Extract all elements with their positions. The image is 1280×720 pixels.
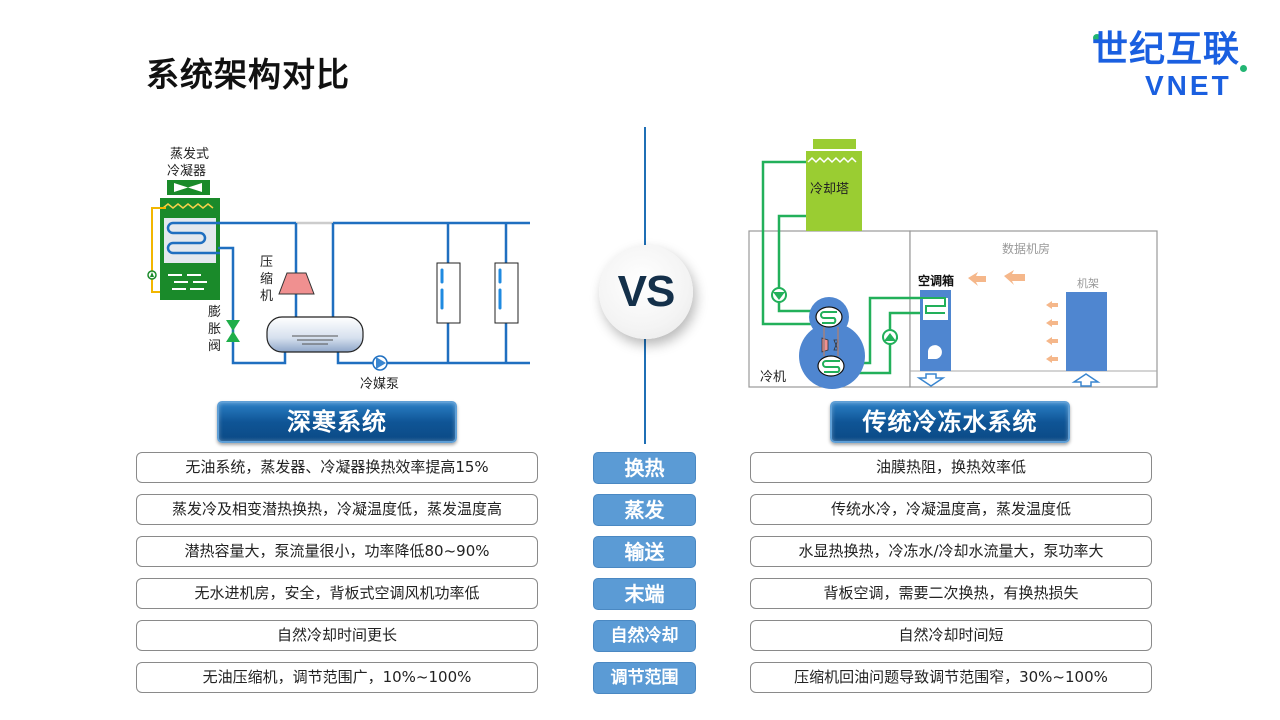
category-evaporation: 蒸发 bbox=[593, 494, 696, 526]
category-heat-exchange: 换热 bbox=[593, 452, 696, 484]
vnet-logo: 世纪互联 VNET bbox=[1090, 30, 1260, 105]
compressor-label-2: 缩 bbox=[260, 271, 273, 287]
compressor-label-1: 压 bbox=[260, 255, 273, 270]
vs-badge: VS bbox=[599, 245, 693, 339]
condenser-label-2: 冷凝器 bbox=[167, 163, 206, 179]
room-label: 数据机房 bbox=[1002, 241, 1050, 256]
receiver-tank-icon bbox=[266, 316, 364, 353]
tower-label: 冷却塔 bbox=[810, 182, 849, 197]
left-system-banner: 深寒系统 bbox=[217, 401, 457, 443]
terminal-unit-icon bbox=[436, 262, 461, 324]
vs-label: VS bbox=[617, 267, 676, 316]
server-rack-icon bbox=[1066, 292, 1107, 371]
condenser-label-1: 蒸发式 bbox=[170, 146, 209, 162]
logo-dot bbox=[1240, 65, 1247, 72]
ahu-label: 空调箱 bbox=[918, 273, 954, 288]
left-row-regulation-range: 无油压缩机，调节范围广，10%~100% bbox=[136, 662, 538, 693]
pump-label: 冷媒泵 bbox=[360, 377, 399, 392]
left-row-evaporation: 蒸发冷及相变潜热换热，冷凝温度低，蒸发温度高 bbox=[136, 494, 538, 525]
right-row-terminal: 背板空调，需要二次换热，有换热损失 bbox=[750, 578, 1152, 609]
chiller-label: 冷机 bbox=[760, 370, 786, 385]
refrigerant-pipes bbox=[218, 221, 530, 365]
right-system-diagram: 冷却塔 冷机 数据机房 空调箱 机架 bbox=[748, 139, 1158, 389]
condenser-fan-icon bbox=[167, 180, 210, 195]
right-row-regulation-range: 压缩机回油问题导致调节范围窄，30%~100% bbox=[750, 662, 1152, 693]
left-row-terminal: 无水进机房，安全，背板式空调风机功率低 bbox=[136, 578, 538, 609]
valve-label-3: 阀 bbox=[208, 339, 221, 354]
right-row-free-cooling: 自然冷却时间短 bbox=[750, 620, 1152, 651]
left-row-transport: 潜热容量大，泵流量很小，功率降低80~90% bbox=[136, 536, 538, 567]
left-row-free-cooling: 自然冷却时间更长 bbox=[136, 620, 538, 651]
terminal-unit-icon bbox=[494, 262, 519, 324]
chilled-water-pump-icon bbox=[882, 329, 898, 345]
divider-top bbox=[644, 127, 646, 245]
logo-dot bbox=[1093, 34, 1101, 42]
left-row-exchange: 无油系统，蒸发器、冷凝器换热效率提高15% bbox=[136, 452, 538, 483]
valve-label-2: 胀 bbox=[208, 322, 221, 337]
valve-label-1: 膨 bbox=[208, 305, 221, 320]
logo-en-text: VNET bbox=[1145, 70, 1232, 101]
right-row-evaporation: 传统水冷，冷凝温度高，蒸发温度低 bbox=[750, 494, 1152, 525]
refrigerant-pump-icon bbox=[372, 355, 388, 371]
cooling-water-pump-icon bbox=[771, 287, 787, 303]
expansion-valve-icon bbox=[226, 320, 240, 342]
airflow-arrow-icon bbox=[968, 270, 1058, 363]
right-row-transport: 水显热换热，冷冻水/冷却水流量大，泵功率大 bbox=[750, 536, 1152, 567]
compressor-icon bbox=[278, 272, 315, 295]
category-regulation-range: 调节范围 bbox=[593, 662, 696, 694]
right-row-exchange: 油膜热阻，换热效率低 bbox=[750, 452, 1152, 483]
compressor-label-3: 机 bbox=[260, 289, 273, 304]
logo-cn-text: 世纪互联 bbox=[1092, 29, 1241, 70]
category-terminal: 末端 bbox=[593, 578, 696, 610]
rack-label: 机架 bbox=[1077, 276, 1099, 290]
category-transport: 输送 bbox=[593, 536, 696, 568]
evaporative-condenser-icon bbox=[147, 198, 220, 300]
right-system-banner: 传统冷冻水系统 bbox=[830, 401, 1070, 443]
left-system-diagram: 蒸发式 冷凝器 膨 胀 阀 压 缩 机 bbox=[147, 146, 530, 392]
category-free-cooling: 自然冷却 bbox=[593, 620, 696, 652]
ahu-icon bbox=[902, 290, 951, 371]
divider-bottom bbox=[644, 339, 646, 444]
floor-airflow-icon bbox=[916, 373, 1101, 387]
cooling-tower-icon bbox=[806, 139, 862, 231]
chiller-icon bbox=[799, 297, 865, 389]
data-center-room bbox=[909, 230, 1158, 388]
page-title: 系统架构对比 bbox=[146, 55, 350, 94]
